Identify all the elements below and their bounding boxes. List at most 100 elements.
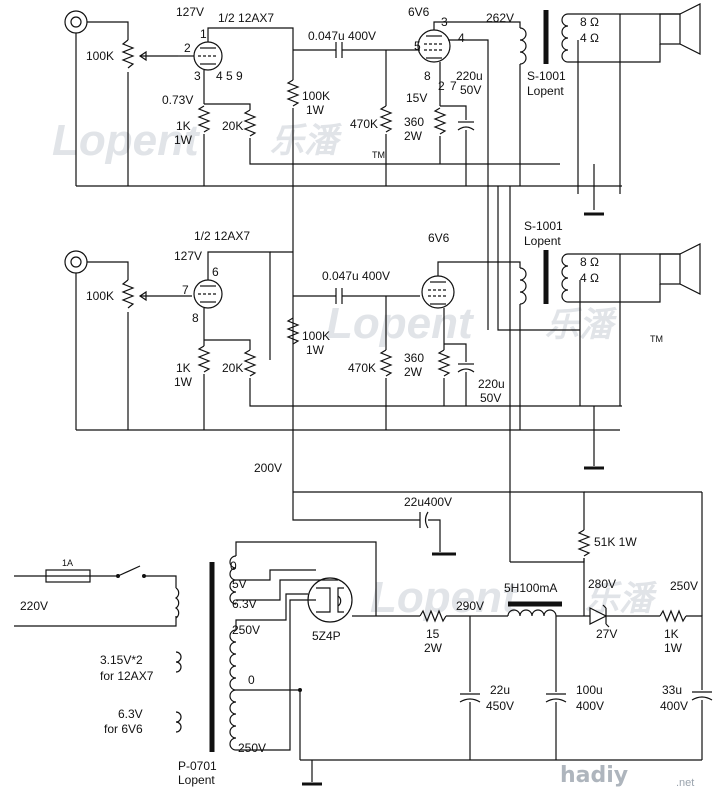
pt-brand: Lopent (178, 773, 215, 787)
ch1-power-cathode-voltage: 15V (406, 91, 427, 105)
b-plus-label: 200V (254, 461, 282, 475)
ch2-tube-label: 1/2 12AX7 (194, 229, 250, 243)
rectifier-label: 5Z4P (312, 629, 341, 643)
mains-label: 220V (20, 599, 48, 613)
ch1-pin4: 4 (458, 31, 465, 45)
heater-6v6-for: for 6V6 (104, 722, 143, 736)
rectifier-5z4p (307, 577, 353, 623)
ch2-power-tube-label: 6V6 (428, 231, 450, 245)
ch1-ot-name: S-1001 (527, 69, 566, 83)
cap-33u-label: 33u (662, 683, 682, 697)
ch2-feedback-res (243, 349, 257, 377)
ch1-cathode-voltage: 0.73V (162, 93, 193, 107)
heater-12ax7-label: 3.15V*2 (100, 653, 143, 667)
fuse-label: 1A (62, 558, 73, 568)
ch1-coupling-cap-label: 0.047u 400V (308, 29, 376, 43)
ch2-power-cathode-res (437, 349, 451, 377)
watermark-top: Lopent 乐潘 TM (52, 116, 385, 165)
pt-tap-250v-b: 250V (238, 741, 266, 755)
dropper-res (577, 529, 591, 557)
watermark-latin: Lopent (370, 573, 519, 622)
channel-1: 100K 127V 1/2 12AX7 1 2 3 4 5 9 0.73V 1K… (64, 3, 701, 430)
ch1-plate-res-label: 100K (302, 89, 330, 103)
heater-winding-12ax7 (175, 651, 182, 673)
power-supply: 200V 22u400V 51K 1W 1A 220V 3.15V*2 for … (14, 430, 713, 787)
ch2-ot-name: S-1001 (524, 219, 563, 233)
watermark-middle: Lopent 乐潘 TM (326, 299, 663, 348)
ch2-speaker (679, 243, 701, 295)
pt-tap-63v: 6.3V (232, 597, 257, 611)
ch2-coupling-cap-label: 0.047u 400V (322, 269, 390, 283)
ch2-grid-res-label: 470K (348, 361, 376, 375)
choke-5h (507, 609, 557, 617)
ch1-pin5: 5 (414, 39, 421, 53)
ch1-power-tube-label: 6V6 (408, 5, 430, 19)
ch1-pin-cathode: 3 (194, 69, 201, 83)
ch2-feedback-res-label: 20K (222, 361, 243, 375)
ch1-plate-res-w: 1W (306, 103, 325, 117)
ch1-pin8: 8 (424, 69, 431, 83)
res-1k-w: 1W (664, 641, 683, 655)
v-250-label: 250V (670, 579, 698, 593)
pt-tap-5v: 5V (232, 577, 247, 591)
ch1-grid-res (379, 105, 393, 133)
ch2-plate-res (286, 317, 300, 345)
ch2-cathode-res (197, 345, 211, 373)
volume-pot-label: 100K (86, 49, 114, 63)
ch2-plate-res-label: 100K (302, 329, 330, 343)
ch1-feedback-res-label: 20K (222, 119, 243, 133)
ch1-plate-voltage: 127V (176, 5, 204, 19)
watermark-latin: Lopent (52, 116, 201, 165)
heater-12ax7-for: for 12AX7 (100, 669, 154, 683)
ch1-power-cathode-res (433, 107, 447, 135)
v-290-label: 290V (456, 599, 484, 613)
ch2-pin-grid: 7 (182, 283, 189, 297)
ch1-bypass-cap-v: 50V (460, 83, 481, 97)
watermark-tm: TM (372, 150, 385, 160)
power-switch (117, 565, 141, 577)
zener-27v (589, 607, 608, 625)
dropper-res-label: 51K 1W (594, 535, 637, 549)
ch2-plate-voltage: 127V (174, 249, 202, 263)
res-1k-label: 1K (664, 627, 679, 641)
choke-label: 5H100mA (504, 581, 557, 595)
ch2-ot-secondary (561, 253, 569, 303)
ch1-plate-res (286, 79, 300, 107)
ch2-cathode-res-w: 1W (174, 375, 193, 389)
ch1-cathode-res (197, 105, 211, 133)
cap-100u-label: 100u (576, 683, 603, 697)
ch1-ot-brand: Lopent (527, 84, 564, 98)
ch1-tap-8: 8 Ω (580, 15, 599, 29)
ch1-pin-grid: 2 (184, 41, 191, 55)
cap-33u-v: 400V (660, 699, 688, 713)
res-1k-1w (659, 609, 687, 623)
watermark-cn: 乐潘 (270, 121, 342, 161)
ch1-ot-secondary (561, 13, 569, 63)
cap-22u-v: 450V (486, 699, 514, 713)
pt-tap-0-b: 0 (248, 673, 255, 687)
ch1-pin7: 7 (450, 79, 457, 93)
heater-6v6-label: 6.3V (118, 707, 143, 721)
ch1-pin2: 2 (438, 79, 445, 93)
res-15-w: 2W (424, 641, 443, 655)
res-15-ohm (419, 609, 447, 623)
ch2-power-cathode-res-w: 2W (404, 365, 423, 379)
ch2-tap-8: 8 Ω (580, 255, 599, 269)
pt-tap-250v-a: 250V (232, 623, 260, 637)
ch1-bypass-cap-label: 220u (456, 69, 483, 83)
ch1-power-cathode-res-w: 2W (404, 129, 423, 143)
pt-tap-0: 0 (230, 559, 237, 573)
site-logo-text: hadiy (560, 763, 628, 788)
watermark-bottom: Lopent 乐潘 (370, 573, 657, 622)
ch2-bypass-cap-label: 220u (478, 377, 505, 391)
volume-pot-2 (121, 279, 135, 309)
volume-pot-2-label: 100K (86, 289, 114, 303)
ch1-power-cathode-res-label: 360 (404, 115, 424, 129)
ch2-pin-plate: 6 (212, 265, 219, 279)
pt-name: P-0701 (178, 759, 217, 773)
ch1-pins-heater: 4 5 9 (216, 69, 243, 83)
ch2-ot-primary (519, 267, 527, 305)
filter-cap-22u-label: 22u400V (404, 495, 452, 509)
site-logo: hadiy .net (560, 763, 694, 789)
